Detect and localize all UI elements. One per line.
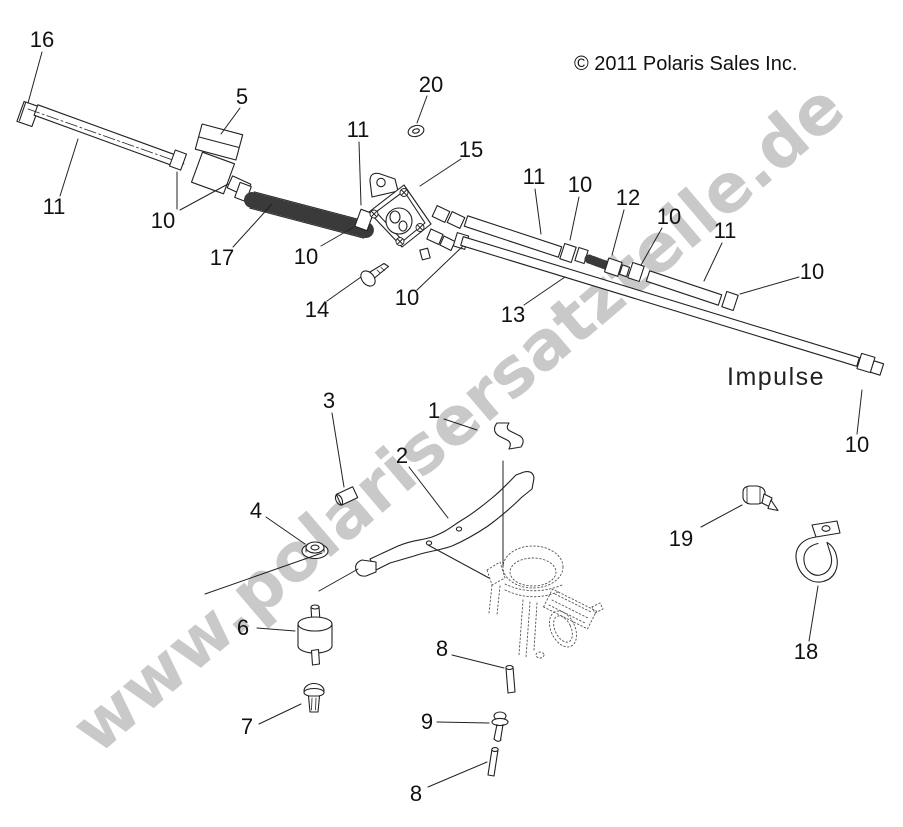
callout-7: 7	[240, 714, 254, 739]
fuel-tube-11-left	[33, 104, 179, 167]
union-12	[574, 246, 631, 278]
pump-screws	[369, 188, 425, 246]
spacer-3	[334, 486, 359, 506]
callout-10-d: 10	[567, 172, 593, 197]
cap-16	[16, 100, 40, 128]
hook-1	[494, 422, 524, 450]
callout-11-left: 11	[42, 194, 66, 219]
callout-12: 12	[615, 185, 641, 210]
callout-1: 1	[427, 398, 441, 423]
callout-4: 4	[249, 498, 263, 523]
bracket-2	[355, 471, 535, 577]
washer-20	[407, 124, 425, 138]
callout-10-hose: 10	[293, 244, 319, 269]
filter-6	[297, 604, 333, 666]
pump-outlet-upper	[431, 205, 451, 223]
impulse-label: Impulse	[727, 363, 826, 391]
tube-11-a	[463, 215, 563, 258]
callout-11-pump: 11	[346, 117, 370, 142]
fuel-supply-line	[16, 100, 374, 239]
callout-10-valve: 10	[150, 208, 176, 233]
pin-8-upper	[505, 664, 516, 694]
callout-10-e: 10	[656, 204, 682, 229]
pin-8-lower	[487, 747, 499, 777]
callout-5: 5	[235, 84, 249, 109]
callout-17: 17	[209, 245, 235, 270]
leader-lines	[27, 51, 863, 788]
pump-outlet-lower	[426, 228, 444, 246]
impulse-line-13	[452, 232, 885, 376]
fitting-10-d	[559, 242, 577, 264]
fuel-outlet-line	[463, 215, 739, 312]
rivet-19	[742, 485, 779, 512]
callout-14: 14	[304, 297, 330, 322]
valve-5-body	[190, 151, 236, 195]
callout-10-impulse: 10	[844, 432, 870, 457]
callout-15: 15	[458, 137, 484, 162]
callout-11-line-b: 11	[713, 218, 737, 243]
callout-10-pump: 10	[394, 285, 420, 310]
callout-11-line-a: 11	[522, 164, 546, 189]
callout-2: 2	[395, 443, 409, 468]
screw-14	[360, 262, 390, 287]
callout-16: 16	[29, 27, 55, 52]
callout-8-upper: 8	[435, 636, 449, 661]
callout-8-lower: 8	[409, 781, 423, 806]
callout-10-f: 10	[799, 259, 825, 284]
flange-nut-4	[301, 541, 329, 560]
plug-7	[303, 682, 325, 713]
carburetor	[486, 545, 604, 659]
callout-3: 3	[322, 388, 336, 413]
callout-9: 9	[420, 709, 434, 734]
fuel-pump-15	[368, 172, 466, 261]
callout-13: 13	[500, 302, 526, 327]
callout-20: 20	[418, 72, 444, 97]
clip-9	[491, 711, 509, 742]
fitting-10-a	[168, 149, 188, 171]
pump-bottom-stub	[419, 247, 431, 261]
copyright-text: © 2011 Polaris Sales Inc.	[574, 53, 798, 75]
callout-18: 18	[793, 639, 819, 664]
clamp-18	[795, 520, 841, 583]
callout-19: 19	[668, 526, 694, 551]
hose-17	[244, 192, 374, 238]
bracket-foot	[355, 559, 377, 577]
callout-6: 6	[236, 615, 250, 640]
fitting-10-f	[721, 290, 739, 312]
fitting-10-e	[627, 261, 645, 283]
impulse-hose	[460, 236, 860, 367]
tube-11-b	[645, 270, 723, 306]
